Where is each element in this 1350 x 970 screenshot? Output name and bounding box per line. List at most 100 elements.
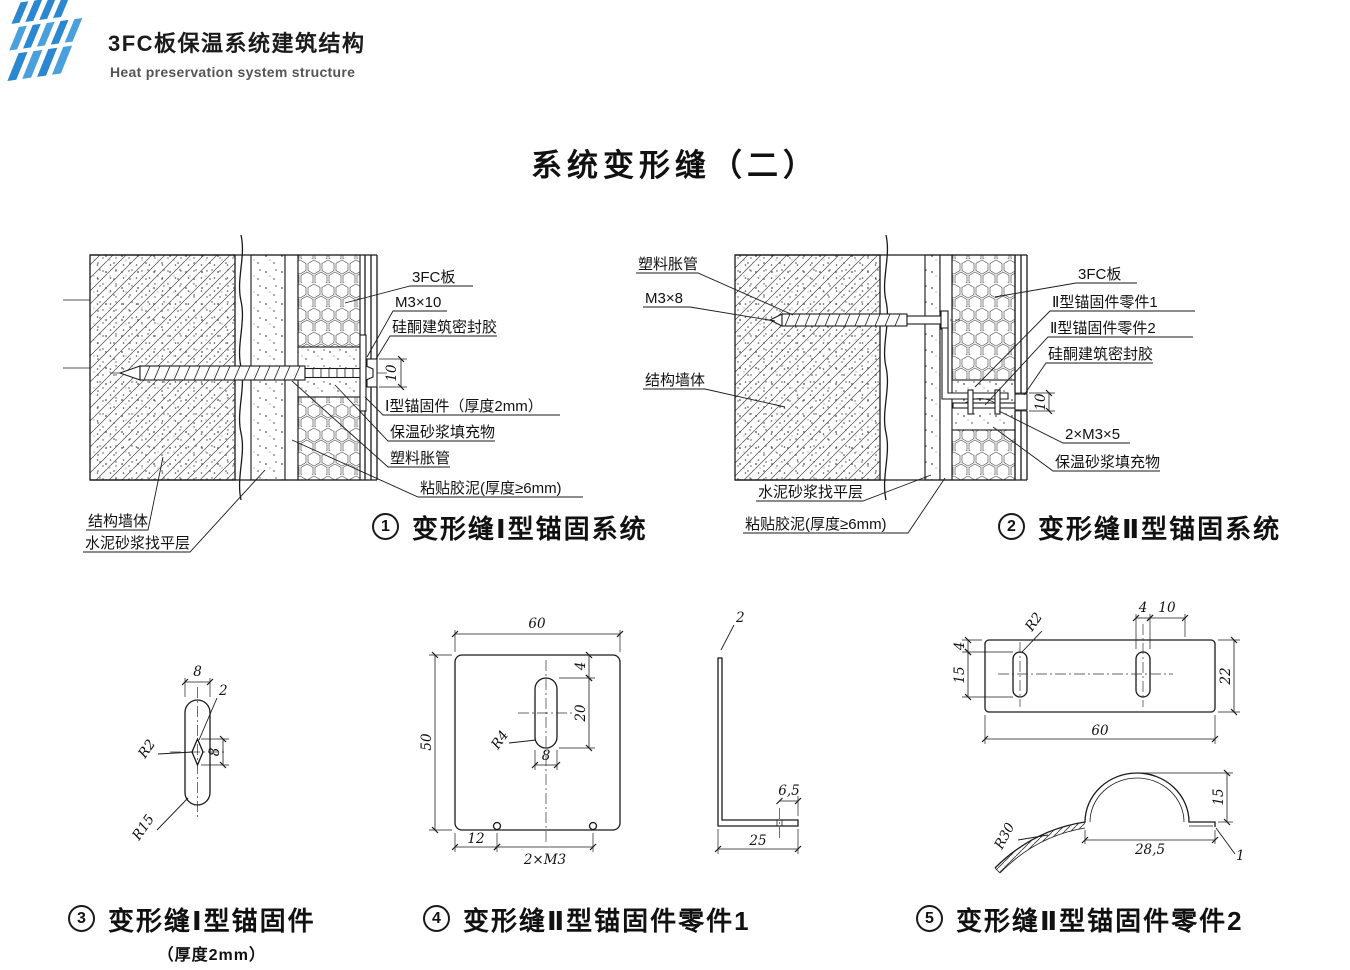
label-silicone-sealant: 硅酮建筑密封胶 [392, 319, 497, 336]
profile-outer [994, 772, 1216, 869]
caption-detail-2: 2 变形缝Ⅱ型锚固系统 [998, 509, 1281, 546]
dim-slot-width: 8 [542, 748, 551, 764]
dim-hole-height: 8 [207, 747, 223, 756]
insulation-board-top [297, 254, 361, 348]
caption-text-2: 变形缝Ⅱ型锚固系统 [1038, 514, 1282, 544]
caption-number-4: 4 [423, 905, 450, 932]
plate-outline [454, 654, 621, 831]
label-type2-part2: Ⅱ型锚固件零件2 [1050, 320, 1156, 337]
part-4-drawing: 60 4 20 R4 8 50 12 2×M3 2 6,5 [419, 610, 802, 868]
part-5-drawing: R2 4 10 4 15 22 60 R30 28,5 [952, 600, 1245, 874]
expansion-tube [781, 313, 908, 327]
detail1-joint-dimension: 10 [379, 355, 407, 391]
dim-joint-width: 10 [384, 364, 400, 382]
dim-arc-radius: R30 [991, 820, 1019, 853]
caption-text-1: 变形缝Ⅰ型锚固系统 [412, 514, 648, 544]
part4-side-view [717, 657, 799, 840]
insulation-board-bottom [951, 429, 1016, 481]
screw-head [365, 365, 374, 381]
insulation-board-bottom [297, 396, 361, 481]
dim-offset-top: 4 [952, 642, 968, 652]
label-3fc-board: 3FC板 [1078, 265, 1121, 283]
screw-head [940, 310, 949, 330]
dim-hole-radius: R2 [135, 737, 159, 762]
label-plastic-tube: 塑料胀管 [390, 450, 450, 467]
dim-leg-hole: 6,5 [778, 783, 799, 799]
label-3fc-board: 3FC板 [412, 268, 455, 286]
dim-slot-gap: 10 [1158, 600, 1176, 616]
detail-1-drawing: 10 3FC板 M3×10 硅酮建筑密封胶 Ⅰ型锚固件（厚度2mm） 保温砂浆填… [63, 234, 583, 553]
caption-text-5: 变形缝Ⅱ型锚固件零件2 [956, 906, 1244, 936]
dim-width: 8 [193, 664, 202, 680]
dim-thickness: 1 [1236, 848, 1245, 864]
header-subtitle: Heat preservation system structure [110, 64, 356, 80]
dim-joint-width: 10 [1033, 393, 1049, 411]
dim-slot-radius: R4 [488, 728, 512, 753]
label-screw-m3x10: M3×10 [395, 294, 441, 311]
dim-slot-radius: R2 [1022, 610, 1046, 635]
caption-part-4: 4 变形缝Ⅱ型锚固件零件1 [423, 901, 751, 938]
label-silicone-sealant: 硅酮建筑密封胶 [1048, 346, 1153, 363]
dim-base-length: 28,5 [1134, 842, 1165, 858]
label-type2-part1: Ⅱ型锚固件零件1 [1052, 294, 1158, 311]
dim-slot-top: 4 [573, 662, 589, 672]
dim-slot-length: 15 [952, 666, 968, 683]
face-layer-lines [364, 255, 378, 480]
type2-anchor-part1 [941, 327, 1009, 400]
profile-wing-shading [995, 822, 1085, 873]
caption-text-4: 变形缝Ⅱ型锚固件零件1 [463, 906, 751, 936]
header-title: 3FC板保温系统建筑结构 [108, 31, 366, 56]
label-structural-wall: 结构墙体 [88, 513, 148, 530]
insulation-board-top [951, 254, 1016, 381]
part5-side-view [994, 772, 1216, 874]
joint-break-line [883, 234, 889, 501]
label-screw-m3x8: M3×8 [645, 290, 683, 307]
dim-hole-width: 2 [218, 683, 228, 699]
part4-front-view [454, 654, 621, 843]
detail-2-drawing: 10 塑料胀管 M3×8 结构墙体 水泥砂浆找平层 粘贴胶泥(厚度≥6mm) 3… [636, 234, 1195, 534]
dim-end-radius: R15 [129, 812, 158, 844]
dim-height: 50 [419, 733, 435, 751]
detail2-labels: 塑料胀管 M3×8 结构墙体 水泥砂浆找平层 粘贴胶泥(厚度≥6mm) 3FC板… [636, 256, 1195, 534]
label-insulation-filler: 保温砂浆填充物 [1055, 453, 1160, 471]
label-leveling-layer: 水泥砂浆找平层 [85, 534, 190, 552]
label-insulation-filler: 保温砂浆填充物 [390, 423, 495, 441]
detail2-anchor-assembly [941, 327, 1028, 415]
dim-height: 22 [1218, 667, 1234, 685]
part-3-drawing: 8 2 8 R2 R15 [129, 664, 229, 844]
label-leveling-layer: 水泥砂浆找平层 [758, 483, 863, 501]
dim-rise: 15 [1211, 788, 1227, 805]
detail1-labels: 3FC板 M3×10 硅酮建筑密封胶 Ⅰ型锚固件（厚度2mm） 保温砂浆填充物 … [83, 268, 583, 553]
screw-shaft [906, 315, 942, 325]
logo-fan-stripes [7, 0, 83, 82]
small-screw-1 [967, 389, 974, 415]
sealant-plug [1014, 393, 1028, 411]
dim-hole-offset: 12 [467, 831, 484, 847]
detail2-anchor-bolt [765, 310, 960, 330]
detail1-anchor-bolt [110, 334, 387, 412]
type1-anchor-plate [359, 334, 367, 412]
dim-thickness: 2 [735, 610, 745, 626]
caption-number-5: 5 [916, 905, 943, 932]
l-profile [717, 657, 799, 827]
part5-front-view [984, 624, 1216, 713]
label-structural-wall: 结构墙体 [645, 372, 705, 389]
detail2-wall-section [734, 234, 1028, 501]
caption-part-3: 3 变形缝Ⅰ型锚固件 （厚度2mm） [68, 901, 316, 965]
keyhole [191, 737, 204, 767]
face-layer-lines [1014, 255, 1028, 480]
label-adhesive-paste: 粘贴胶泥(厚度≥6mm) [420, 480, 562, 497]
label-2xm3x5-screws: 2×M3×5 [1065, 426, 1120, 443]
label-adhesive-paste: 粘贴胶泥(厚度≥6mm) [745, 516, 887, 533]
dim-leg-length: 25 [748, 833, 766, 849]
caption-number-3: 3 [68, 905, 95, 932]
small-screw-2 [994, 389, 1001, 415]
dim-holes-2xm3: 2×M3 [523, 852, 566, 868]
plate-outline [984, 639, 1216, 713]
dim-slot-width: 4 [1138, 600, 1148, 616]
dim-width: 60 [528, 616, 546, 632]
label-plastic-tube: 塑料胀管 [638, 256, 698, 273]
leveling-layer [924, 254, 941, 481]
dim-slot-length: 20 [573, 704, 589, 723]
